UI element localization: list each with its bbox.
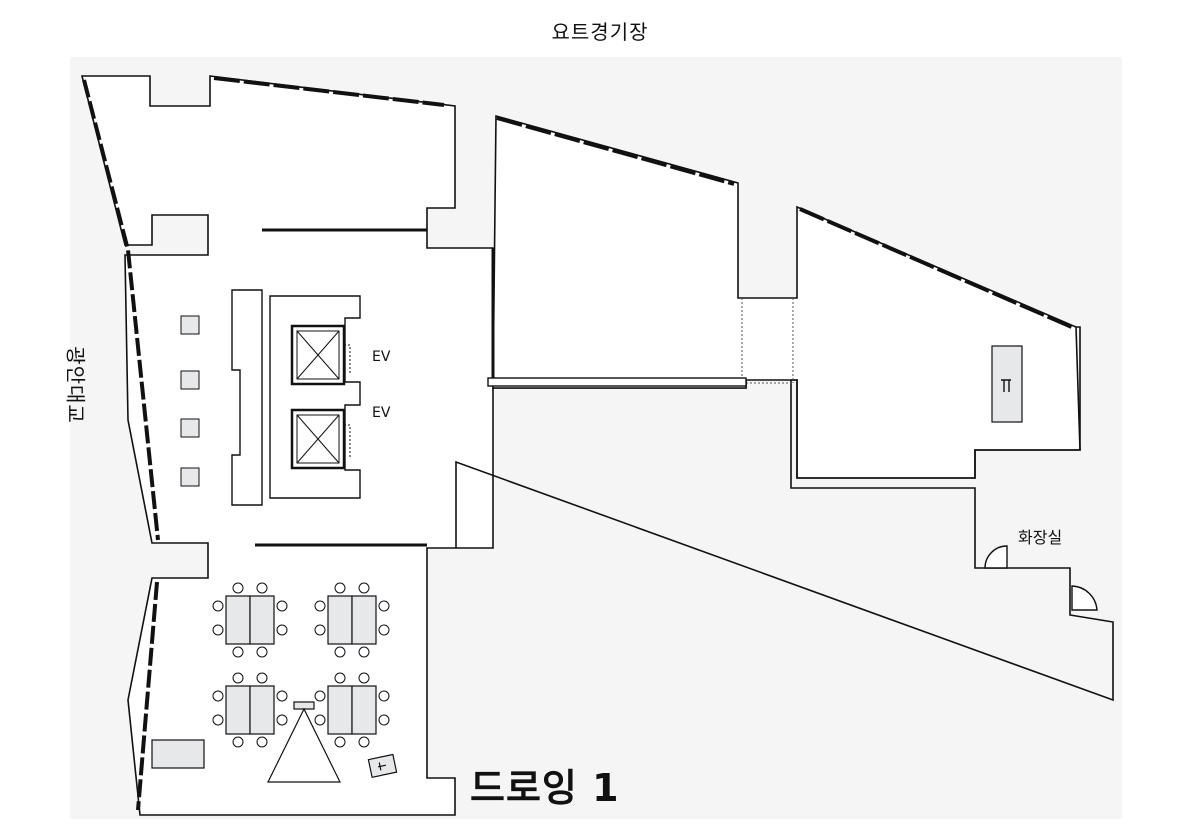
cabinet [151,739,205,769]
column [180,467,200,487]
facade-windows-left-lower [136,581,159,811]
elevator-box-icon [290,324,351,386]
stage-counter [991,345,1023,423]
counter-bar [487,377,747,387]
facade-windows-left [82,79,160,541]
elevator-label: EV [372,349,391,365]
facade-windows-top-1 [213,76,445,107]
podium-icon [1001,379,1011,392]
core-stair [231,289,263,506]
partition-walls [255,228,495,547]
elevator-label: EV [372,405,391,421]
door-swing-icon [984,545,1008,569]
podium-icon [367,753,398,779]
table-group-icon [212,582,288,658]
column [180,370,200,390]
restroom-label: 화장실 [1018,528,1063,547]
right-corridor-outline [455,326,1114,702]
top-location-label: 요트경기장 [551,20,649,44]
table-group-icon [314,582,390,658]
side-location-label: 광안대교 [63,346,88,424]
door-swing-icon [1071,585,1098,611]
table-group-icon [314,672,390,748]
table-group-icon [212,672,288,748]
column [180,315,200,335]
drawing-title: 드로잉 1 [470,766,620,810]
facade-windows-top-3 [799,207,1075,330]
column [180,418,200,438]
projector-icon [267,701,341,783]
facade-windows-top-2 [496,116,735,186]
elevator-box-icon [290,408,351,470]
